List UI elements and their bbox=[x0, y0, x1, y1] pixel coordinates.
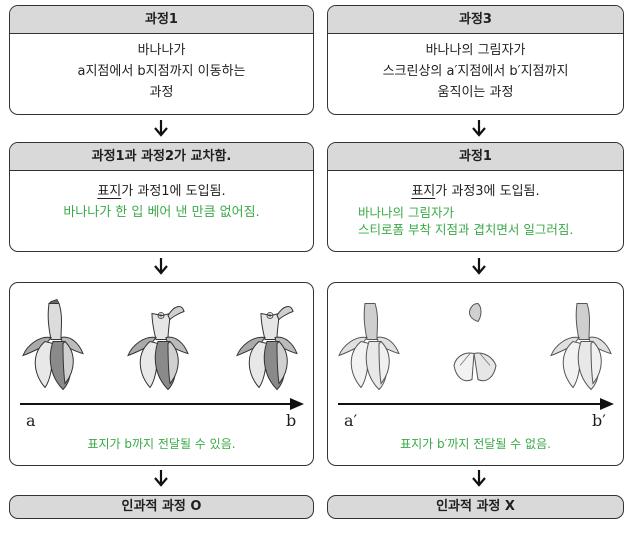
process1-intersect-box: 과정1 표지가 과정3에 도입됨. 바나나의 그림자가 스티로폼 부착 지점과 … bbox=[327, 142, 624, 252]
mark-introduced-line: 표지가 과정3에 도입됨. bbox=[411, 184, 540, 199]
down-arrow-icon bbox=[471, 119, 487, 137]
mark-word: 표지 bbox=[97, 184, 122, 199]
mark-description: 스티로폼 부착 지점과 겹치면서 일그러짐. bbox=[358, 222, 574, 237]
down-arrow-icon bbox=[471, 257, 487, 275]
mark-introduced-line: 표지가 과정1에 도입됨. bbox=[97, 184, 226, 199]
right-illustration-panel: a′ b′ 표지가 b′까지 전달될 수 없음. bbox=[327, 282, 624, 466]
mark-description: 바나나가 한 입 베어 낸 만큼 없어짐. bbox=[63, 205, 260, 220]
process1-title: 과정1 bbox=[10, 6, 313, 34]
intersection-box: 과정1과 과정2가 교차함. 표지가 과정1에 도입됨. 바나나가 한 입 베어… bbox=[9, 142, 314, 252]
path-arrow bbox=[20, 398, 304, 410]
process1-line: 과정 bbox=[149, 85, 174, 100]
process1-intersect-title: 과정1 bbox=[328, 143, 623, 171]
mark-word: 표지 bbox=[411, 184, 436, 199]
mark-description: 바나나의 그림자가 bbox=[358, 205, 454, 220]
point-a-prime-label: a′ bbox=[344, 411, 358, 430]
bitten-banana-icon bbox=[127, 306, 189, 390]
down-arrow-icon bbox=[471, 469, 487, 487]
process1-line: 바나나가 bbox=[137, 43, 186, 58]
intersection-title: 과정1과 과정2가 교차함. bbox=[10, 143, 313, 171]
result-badge: 인과적 과정 O bbox=[9, 495, 314, 519]
left-illustration-panel: a b 표지가 b까지 전달될 수 있음. bbox=[9, 282, 314, 466]
down-arrow-icon bbox=[153, 119, 169, 137]
point-a-label: a bbox=[26, 411, 36, 430]
down-arrow-icon bbox=[153, 257, 169, 275]
process3-line: 바나나의 그림자가 bbox=[425, 43, 526, 58]
process3-line: 스크린상의 a′지점에서 b′지점까지 bbox=[382, 64, 569, 79]
process1-box: 과정1 바나나가 a지점에서 b지점까지 이동하는 과정 bbox=[9, 5, 314, 115]
distorted-shadow-icon bbox=[453, 303, 497, 382]
banana-shadow-icon bbox=[550, 303, 612, 390]
point-b-label: b bbox=[286, 411, 297, 430]
process3-title: 과정3 bbox=[328, 6, 623, 34]
transmission-note: 표지가 b′까지 전달될 수 없음. bbox=[400, 437, 551, 451]
process1-line: a지점에서 b지점까지 이동하는 bbox=[77, 64, 246, 79]
process3-box: 과정3 바나나의 그림자가 스크린상의 a′지점에서 b′지점까지 움직이는 과… bbox=[327, 5, 624, 115]
path-arrow bbox=[338, 398, 614, 410]
banana-icon bbox=[22, 299, 84, 390]
process3-line: 움직이는 과정 bbox=[437, 85, 514, 100]
transmission-note: 표지가 b까지 전달될 수 있음. bbox=[87, 437, 236, 451]
banana-shadow-icon bbox=[338, 303, 400, 390]
bitten-banana-icon bbox=[236, 306, 298, 390]
point-b-prime-label: b′ bbox=[592, 411, 606, 430]
down-arrow-icon bbox=[153, 469, 169, 487]
result-badge: 인과적 과정 X bbox=[327, 495, 624, 519]
